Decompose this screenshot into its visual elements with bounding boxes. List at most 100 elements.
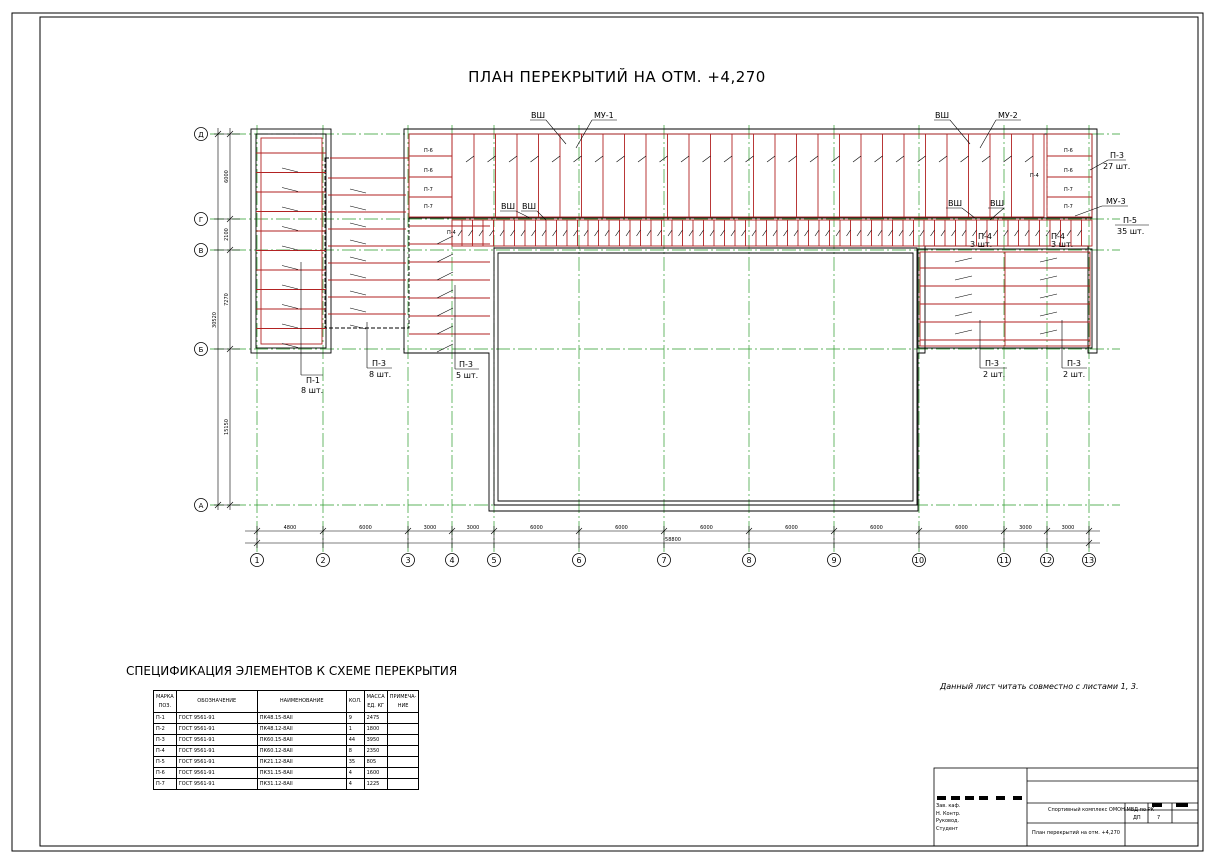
callout-vsh: ВШ <box>948 199 962 208</box>
note-text: Данный лист читать совместно с листами 1… <box>939 682 1138 691</box>
slab-label: П-7 <box>424 187 433 193</box>
slab-label: П-6 <box>424 168 433 174</box>
axis-label: 7 <box>661 556 666 565</box>
axis-bubble <box>194 498 208 512</box>
axis-label: Г <box>199 216 203 224</box>
axis-label: 2 <box>320 556 325 565</box>
row-total-dimension: 30520 <box>212 312 218 328</box>
spec-cell: ГОСТ 9561-91 <box>175 734 258 746</box>
spec-header-cell: ПРИМЕЧА-НИЕ <box>386 690 420 713</box>
stamp-role: Студент <box>936 826 958 832</box>
span-dimension: 6000 <box>870 525 883 531</box>
spec-cell: П-2 <box>153 723 177 735</box>
spec-cell: 1225 <box>363 778 388 790</box>
spec-cell <box>386 778 420 790</box>
spec-header-cell: МАРКА ПОЗ. <box>153 690 177 713</box>
spec-cell: 44 <box>345 734 365 746</box>
axis-bubble <box>194 243 208 257</box>
span-dimension: 4800 <box>284 525 297 531</box>
spec-cell: 1600 <box>363 767 388 779</box>
axis-bubble <box>250 553 264 567</box>
spec-cell <box>386 723 420 735</box>
spec-cell: ГОСТ 9561-91 <box>175 745 258 757</box>
axis-label: 12 <box>1042 556 1052 565</box>
axis-label: Д <box>198 131 204 139</box>
callout-p5-qty: 35 шт. <box>1117 227 1144 236</box>
axis-bubble <box>445 553 459 567</box>
span-dimension: 3000 <box>1019 525 1032 531</box>
spec-cell: 1800 <box>363 723 388 735</box>
spec-cell: 35 <box>345 756 365 768</box>
spec-cell: П-4 <box>153 745 177 757</box>
callout-p3b-qty: 5 шт. <box>456 371 478 380</box>
row-dimension: 2100 <box>224 228 230 241</box>
spec-cell: ПК21.12-8АII <box>256 756 347 768</box>
slab-label: П-6 <box>424 148 433 154</box>
span-dimension: 3000 <box>467 525 480 531</box>
spec-cell: ГОСТ 9561-91 <box>175 712 258 724</box>
slab-label: П-7 <box>424 204 433 210</box>
spec-header-cell: КОЛ. <box>345 690 365 713</box>
axis-label: 1 <box>254 556 259 565</box>
spec-table: МАРКА ПОЗ. ОБОЗНАЧЕНИЕ НАИМЕНОВАНИЕ КОЛ.… <box>153 690 420 790</box>
axis-label: 5 <box>491 556 496 565</box>
axis-bubble <box>194 212 208 226</box>
span-dimension: 6000 <box>700 525 713 531</box>
stamp-stage: ДП <box>1133 815 1141 821</box>
dimension-lines <box>214 128 1100 548</box>
slab-label: П-7 <box>1064 187 1073 193</box>
axis-bubble <box>912 553 926 567</box>
spec-cell: ГОСТ 9561-91 <box>175 723 258 735</box>
axis-bubble <box>1082 553 1096 567</box>
callout-p4b-qty: 3 шт. <box>1051 240 1073 249</box>
spec-header-cell: НАИМЕНОВАНИЕ <box>256 690 347 713</box>
outer-frame <box>11 12 1204 852</box>
axis-label: 8 <box>746 556 751 565</box>
callout-vsh: ВШ <box>990 199 1004 208</box>
callout-p3-27: П-3 <box>1110 151 1124 160</box>
span-dimension: 6000 <box>615 525 628 531</box>
spec-cell <box>386 712 420 724</box>
stamp-role: Руковод. <box>936 818 960 824</box>
axis-bubble <box>1040 553 1054 567</box>
inner-frame <box>39 16 1199 847</box>
spec-cell: ПК48.12-8АII <box>256 723 347 735</box>
callout-p3e-qty: 2 шт. <box>1063 370 1085 379</box>
spec-cell: ГОСТ 9561-91 <box>175 756 258 768</box>
axis-bubble <box>401 553 415 567</box>
axis-label: 4 <box>449 556 454 565</box>
slab-label: П-7 <box>1064 204 1073 210</box>
callout-vsh: ВШ <box>935 111 949 120</box>
span-dimension: 3000 <box>424 525 437 531</box>
callout-p3d-qty: 2 шт. <box>983 370 1005 379</box>
spec-cell: ГОСТ 9561-91 <box>175 778 258 790</box>
slab-label: П-6 <box>1064 148 1073 154</box>
axis-label: 13 <box>1084 556 1094 565</box>
spec-cell: ПК60.12-8АII <box>256 745 347 757</box>
spec-title: СПЕЦИФИКАЦИЯ ЭЛЕМЕНТОВ К СХЕМЕ ПЕРЕКРЫТИ… <box>126 664 457 678</box>
spec-cell: 9 <box>345 712 365 724</box>
spec-cell: 1 <box>345 723 365 735</box>
spec-cell: ПК48.15-8АII <box>256 712 347 724</box>
slab-labels: П-6 П-6 П-7 П-7 П-6 П-6 П-7 П-7 П-4 П-4 <box>424 148 1073 236</box>
slab-label: П-6 <box>1064 168 1073 174</box>
spec-cell: П-6 <box>153 767 177 779</box>
spec-cell: П-7 <box>153 778 177 790</box>
axis-bubble <box>997 553 1011 567</box>
callout-p4a-qty: 3 шт. <box>970 240 992 249</box>
axis-label: 9 <box>831 556 836 565</box>
row-dimension: 6000 <box>224 170 230 183</box>
total-dimension: 58800 <box>665 537 681 543</box>
spec-cell: 4 <box>345 767 365 779</box>
floor-slabs <box>256 133 1093 353</box>
axis-bubble <box>572 553 586 567</box>
spec-cell: 805 <box>363 756 388 768</box>
